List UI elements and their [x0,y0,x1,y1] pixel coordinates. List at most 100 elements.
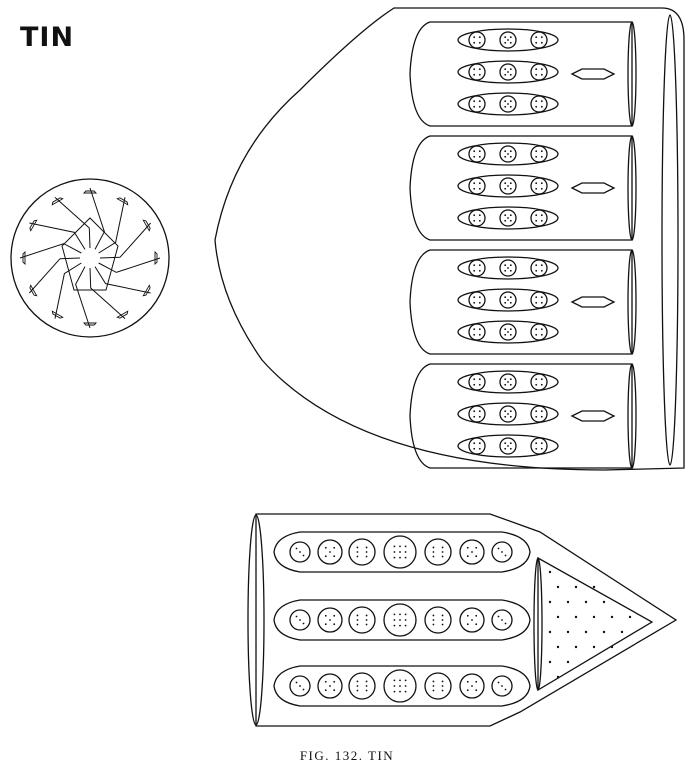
star-ray [54,262,82,319]
dot [509,415,512,418]
pod-circle [499,177,517,195]
dot [441,619,444,621]
dot [504,622,507,625]
dot [473,333,476,336]
dot [324,555,327,558]
pod-circle [383,535,417,569]
dot [404,613,407,616]
dot [473,301,476,304]
dot [504,105,507,108]
dot [478,296,481,299]
dot [356,546,359,549]
dot [302,622,305,625]
dot [473,36,476,39]
dot [299,685,301,687]
dot [393,624,396,627]
dot [501,551,503,553]
dot [475,555,478,558]
dot [509,264,512,267]
dot [540,73,543,76]
dot [432,689,435,692]
dot [509,187,512,190]
arch-outline [214,7,685,471]
dot [399,624,401,627]
dot [540,447,543,450]
pod-circle [424,606,452,634]
rim-tab [29,219,38,232]
dot [478,214,481,217]
dot [324,689,327,692]
dot [441,555,444,558]
dot [333,546,336,549]
dot [504,36,507,39]
pod-circle [348,538,376,566]
dot [535,378,538,381]
dot [478,269,481,272]
dot [556,645,560,649]
pod-circle [383,669,417,703]
dot [473,328,476,331]
dot [540,333,543,336]
dot [504,100,507,103]
dot [471,685,473,687]
pod-circle [499,437,517,455]
vessel-pod [273,531,531,573]
dot [393,613,396,616]
dot [535,442,538,445]
rim-tab [116,197,129,206]
pod-circle [499,95,517,113]
pod-circle [499,259,517,277]
dot [466,623,469,626]
pod-circle [491,675,513,697]
dot [365,546,368,549]
dot [475,680,478,683]
dot [478,415,481,418]
dot [333,689,336,692]
dot [329,619,331,621]
vessel-triangle [537,556,654,692]
rim-tab [51,310,64,319]
dot [497,615,500,618]
dot [504,301,507,304]
dot [333,555,336,558]
dot [504,68,507,71]
pod-circle [530,95,548,113]
dot [356,685,359,687]
dot [478,150,481,153]
dot [441,685,444,687]
dot [535,182,538,185]
dot [473,415,476,418]
dot [473,269,476,272]
dot [535,410,538,413]
oval-pod [457,92,559,116]
compartment-outline [409,249,633,355]
dot [504,73,507,76]
dot [509,73,512,76]
dot [540,378,543,381]
dot [295,547,298,550]
dot [356,680,359,683]
dot [356,555,359,558]
dot [556,585,560,589]
oval-pod [457,206,559,230]
rim-tab [29,284,38,297]
dot [473,383,476,386]
arch-compartment [409,21,637,127]
dot [540,41,543,44]
vessel-pod [273,665,531,707]
dot [504,383,507,386]
dot [509,333,512,336]
dot [507,299,509,301]
pod-circle [289,541,311,563]
dot [540,105,543,108]
dot [473,182,476,185]
dot [356,619,359,621]
compartment-outline [409,363,633,469]
arrow-shape [570,182,616,194]
dot [504,150,507,153]
compartment-cap [627,249,637,355]
pod-circle [530,209,548,227]
star-ray [89,267,126,319]
dot [556,675,560,679]
pod-circle [459,673,485,699]
